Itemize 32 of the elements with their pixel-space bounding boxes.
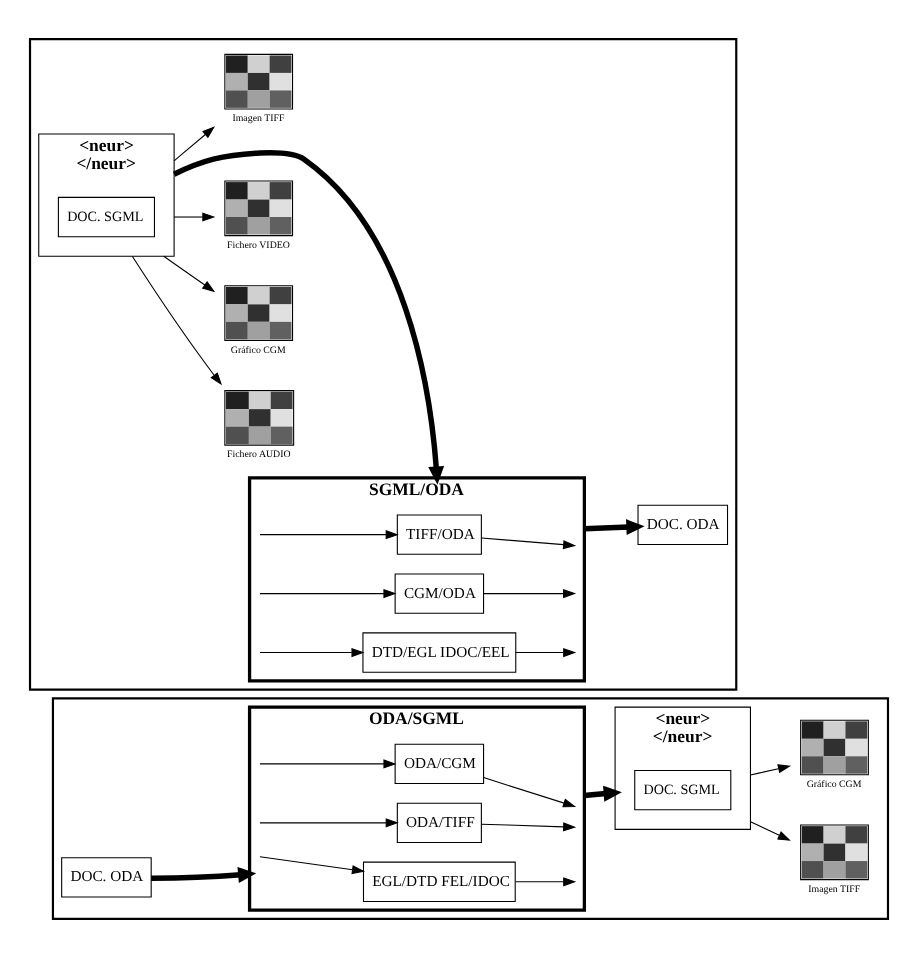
arrow bbox=[480, 537, 577, 550]
arrow bbox=[173, 126, 216, 162]
arrow bbox=[259, 856, 366, 875]
arrow bbox=[151, 866, 257, 883]
node-box: CGM/ODA bbox=[394, 573, 485, 614]
arrow bbox=[259, 759, 397, 769]
arrow bbox=[584, 785, 622, 802]
node-box: TIFF/ODA bbox=[396, 514, 482, 555]
node-box: ODA/TIFF bbox=[396, 802, 482, 844]
arrow bbox=[515, 647, 577, 658]
arrow bbox=[163, 255, 216, 293]
node-box: EGL/DTD FEL/IDOC bbox=[362, 861, 516, 902]
node-box: ODA/CGM bbox=[394, 743, 485, 785]
arrow bbox=[483, 589, 577, 599]
arrow bbox=[259, 589, 397, 599]
arrow bbox=[131, 255, 223, 386]
arrow bbox=[259, 530, 399, 540]
node-box: DTD/EGL IDOC/EEL bbox=[362, 632, 517, 673]
arrow bbox=[749, 821, 791, 841]
arrow bbox=[514, 877, 577, 887]
node-box: DOC. ODA bbox=[61, 857, 152, 898]
arrow bbox=[483, 777, 577, 808]
node-box: DOC. ODA bbox=[637, 504, 729, 546]
arrow bbox=[584, 519, 645, 536]
arrow bbox=[749, 764, 792, 776]
arrow bbox=[173, 212, 216, 222]
arrow bbox=[259, 818, 399, 828]
arrow bbox=[259, 647, 365, 658]
cluster bbox=[28, 38, 738, 691]
arrow bbox=[172, 150, 445, 485]
arrow bbox=[480, 822, 577, 832]
cluster bbox=[51, 697, 890, 920]
